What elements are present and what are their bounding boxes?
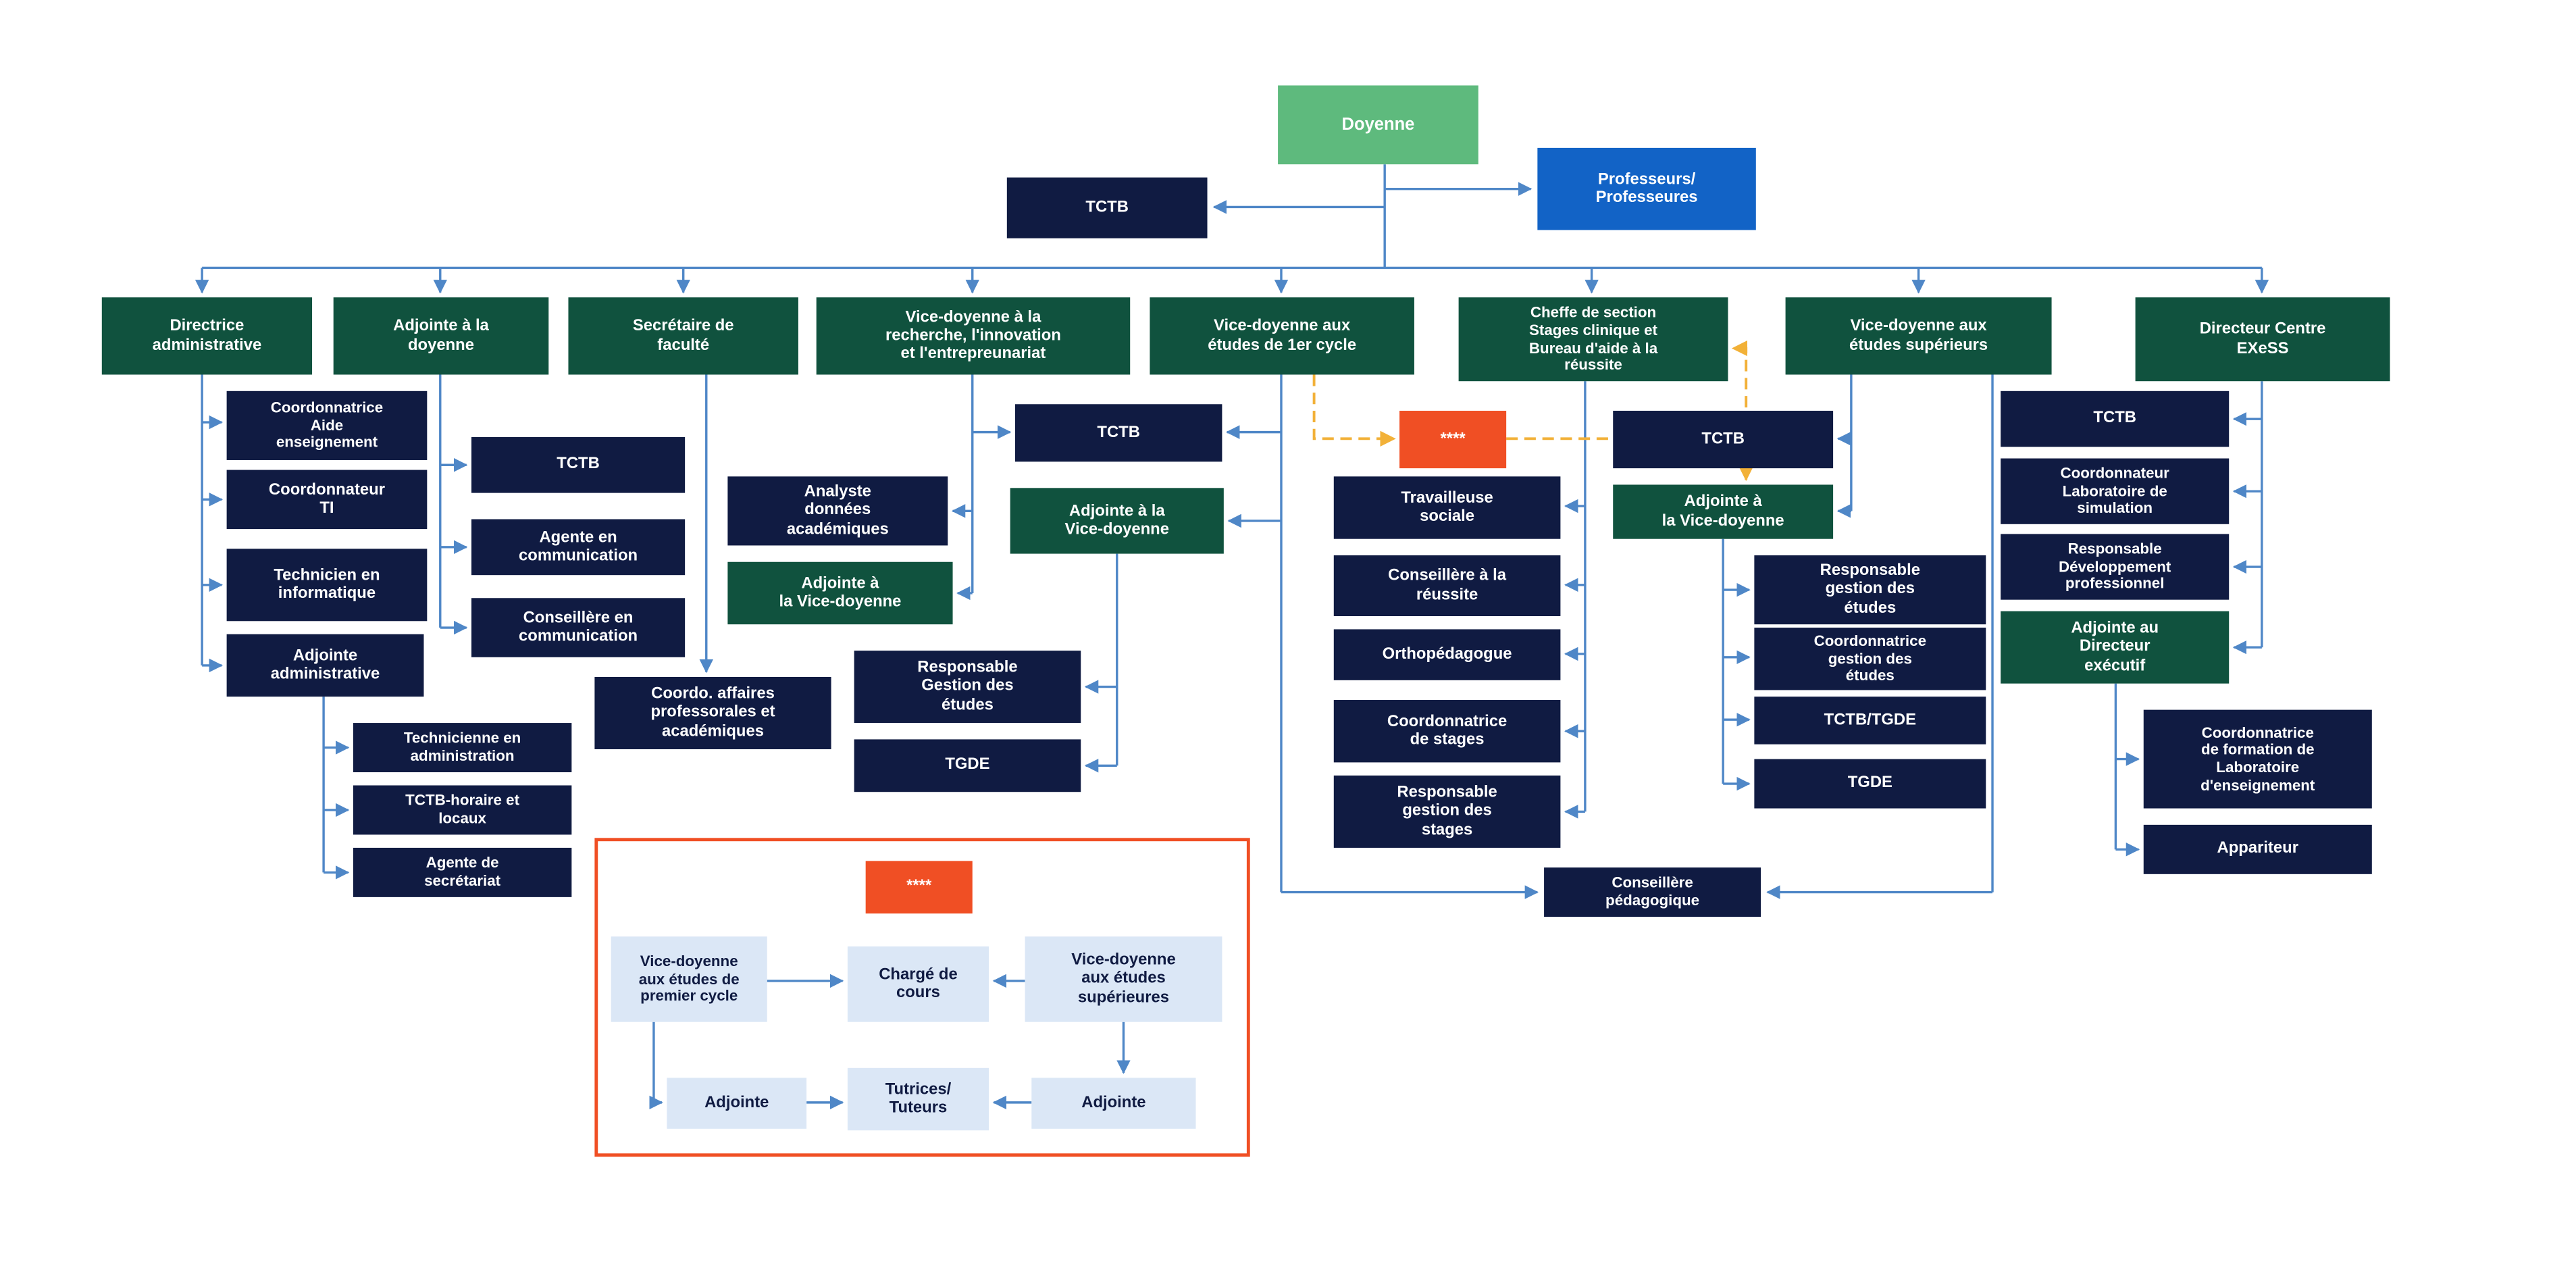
node-vice-doyenne-recherche: Vice-doyenne à la recherche, l'innovatio… <box>816 297 1131 375</box>
node-adjointe-directeur-executif: Adjointe au Directeur exécutif <box>2001 611 2230 684</box>
node-adjointe-doyenne: Adjointe à la doyenne <box>333 297 549 375</box>
node-coordonnatrice-formation: Coordonnatrice de formation de Laboratoi… <box>2143 709 2372 809</box>
node-orthopedagogue: Orthopédagogue <box>1333 629 1561 680</box>
legend-frame <box>594 838 1250 1157</box>
node-tctb-tgde: TCTB/TGDE <box>1754 697 1986 744</box>
node-responsable-gestion-etudes-sup: Responsable gestion des études <box>1754 555 1986 625</box>
node-doyenne: Doyenne <box>1278 85 1478 165</box>
node-professeurs: Professeurs/ Professeures <box>1537 147 1756 230</box>
node-travailleuse-sociale: Travailleuse sociale <box>1333 476 1561 539</box>
node-coordonnatrice-gestion-etudes: Coordonnatrice gestion des études <box>1754 628 1986 690</box>
node-coordonnateur-laboratoire: Coordonnateur Laboratoire de simulation <box>2001 458 2230 524</box>
legend-vd-premier-cycle: Vice-doyenne aux études de premier cycle <box>611 936 767 1022</box>
node-directrice-administrative: Directrice administrative <box>101 297 313 375</box>
node-cheffe-section: Cheffe de section Stages clinique et Bur… <box>1458 297 1728 382</box>
node-tctb-exess: TCTB <box>2001 390 2230 447</box>
node-adjointe-vd-1er-cycle: Adjointe à la Vice-doyenne <box>1010 488 1224 554</box>
node-technicienne-administration: Technicienne en administration <box>353 723 572 773</box>
node-tctb-superieurs: TCTB <box>1613 411 1834 469</box>
node-tgde-sup: TGDE <box>1754 759 1986 809</box>
legend-adjointe-gauche: Adjointe <box>667 1078 807 1129</box>
legend-vd-superieures: Vice-doyenne aux études supérieures <box>1025 936 1222 1022</box>
node-tgde-1c: TGDE <box>854 739 1081 792</box>
node-analyste-donnees: Analyste données académiques <box>727 476 948 546</box>
node-directeur-exess: Directeur Centre EXeSS <box>2135 297 2390 382</box>
node-conseillere-communication: Conseillère en communication <box>471 598 686 657</box>
node-tctb-horaire-locaux: TCTB-horaire et locaux <box>353 785 572 835</box>
legend-adjointe-droite: Adjointe <box>1031 1078 1196 1129</box>
node-stars: **** <box>1399 411 1507 469</box>
legend-stars: **** <box>865 861 973 914</box>
node-responsable-gestion-etudes-1c: Responsable Gestion des études <box>854 651 1081 724</box>
node-coordo-affaires: Coordo. affaires professorales et académ… <box>594 676 831 749</box>
node-tctb-doyenne: TCTB <box>1006 177 1208 238</box>
legend-charge-de-cours: Chargé de cours <box>847 946 989 1022</box>
node-technicien-informatique: Technicien en informatique <box>226 549 428 622</box>
node-adjointe-vd-recherche: Adjointe à la Vice-doyenne <box>727 561 953 625</box>
node-vice-doyenne-superieurs: Vice-doyenne aux études supérieurs <box>1785 297 2052 375</box>
node-tctb-1er-cycle: TCTB <box>1014 404 1222 462</box>
node-coordonnateur-ti: Coordonnateur TI <box>226 470 428 530</box>
node-secretaire-faculte: Secrétaire de faculté <box>568 297 798 375</box>
node-responsable-gestion-stages: Responsable gestion des stages <box>1333 775 1561 848</box>
node-vice-doyenne-1er-cycle: Vice-doyenne aux études de 1er cycle <box>1150 297 1414 375</box>
node-coordonnatrice-stages: Coordonnatrice de stages <box>1333 700 1561 763</box>
node-tctb-adjointe: TCTB <box>471 436 686 493</box>
node-responsable-developpement: Responsable Développement professionnel <box>2001 534 2230 600</box>
node-conseillere-reussite: Conseillère à la réussite <box>1333 555 1561 616</box>
node-agente-secretariat: Agente de secrétariat <box>353 847 572 897</box>
node-adjointe-vd-superieurs: Adjointe à la Vice-doyenne <box>1613 484 1834 539</box>
node-agente-communication: Agente en communication <box>471 519 686 576</box>
node-conseillere-pedagogique: Conseillère pédagogique <box>1544 867 1761 917</box>
legend-tutrices-tuteurs: Tutrices/ Tuteurs <box>847 1067 989 1131</box>
node-adjointe-administrative: Adjointe administrative <box>226 634 424 697</box>
node-appariteur: Appariteur <box>2143 824 2372 874</box>
node-coordonnatrice-aide: Coordonnatrice Aide enseignement <box>226 390 428 460</box>
